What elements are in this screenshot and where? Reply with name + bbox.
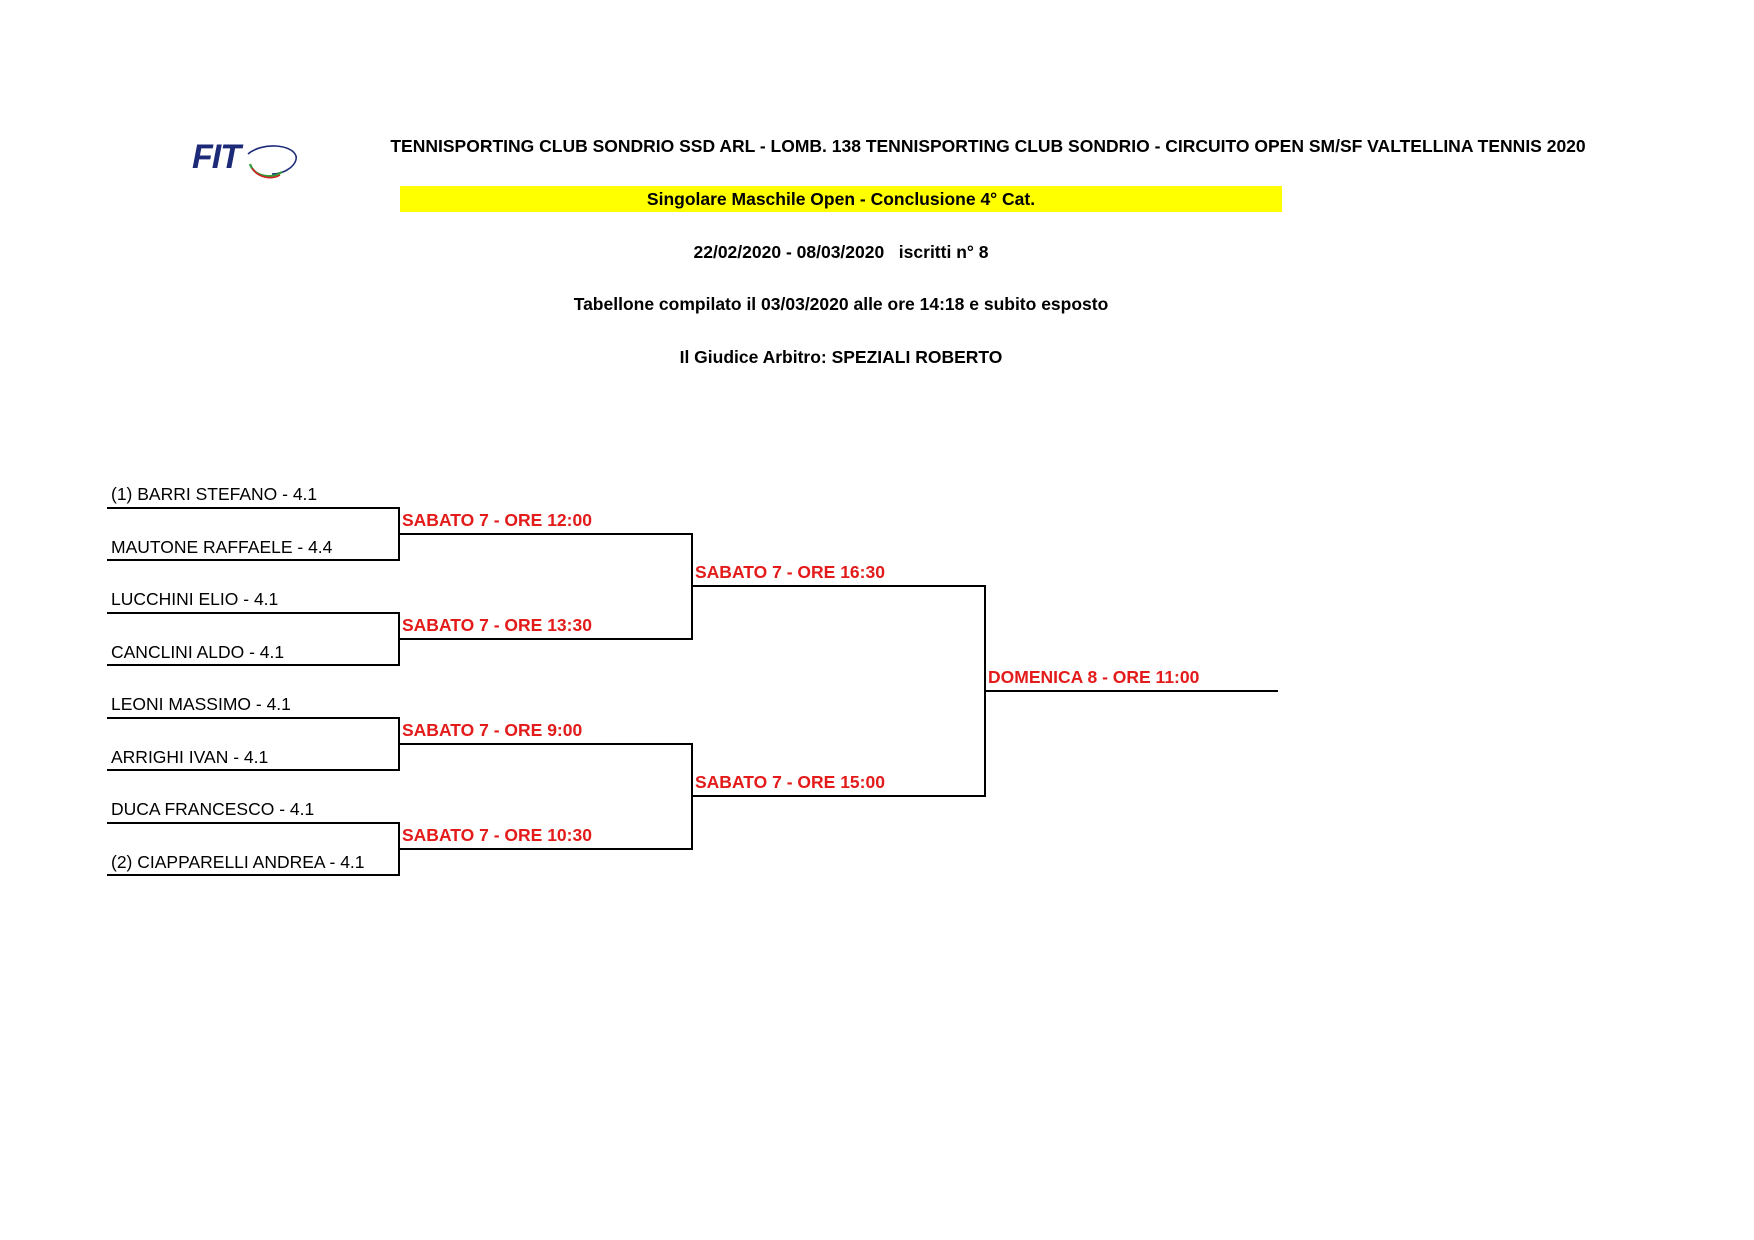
player-slot-7: DUCA FRANCESCO - 4.1 xyxy=(111,799,315,819)
player-slot-1: (1) BARRI STEFANO - 4.1 xyxy=(111,484,318,504)
fit-logo-swoosh-icon xyxy=(247,145,297,179)
match-r1-2: SABATO 7 - ORE 13:30 xyxy=(402,615,592,635)
match-r1-1: SABATO 7 - ORE 12:00 xyxy=(402,510,592,530)
bracket-line-final xyxy=(692,585,986,797)
page-title: TENNISPORTING CLUB SONDRIO SSD ARL - LOM… xyxy=(390,136,1586,156)
match-r1-3: SABATO 7 - ORE 9:00 xyxy=(402,720,583,740)
tournament-dates: 22/02/2020 - 08/03/2020 iscritti n° 8 xyxy=(693,242,989,262)
referee-name: Il Giudice Arbitro: SPEZIALI ROBERTO xyxy=(679,347,1003,367)
player-slot-8: (2) CIAPPARELLI ANDREA - 4.1 xyxy=(111,852,365,872)
player-slot-4: CANCLINI ALDO - 4.1 xyxy=(111,642,285,662)
player-slot-6: ARRIGHI IVAN - 4.1 xyxy=(111,747,269,767)
match-r1-4: SABATO 7 - ORE 10:30 xyxy=(402,825,592,845)
draw-compiled-note: Tabellone compilato il 03/03/2020 alle o… xyxy=(573,294,1109,314)
match-semi-2: SABATO 7 - ORE 15:00 xyxy=(695,772,885,792)
category-banner: Singolare Maschile Open - Conclusione 4°… xyxy=(400,186,1282,212)
player-slot-5: LEONI MASSIMO - 4.1 xyxy=(111,694,291,714)
fit-logo-text: FIT xyxy=(192,138,241,176)
fit-logo: FIT xyxy=(192,138,312,188)
match-final: DOMENICA 8 - ORE 11:00 xyxy=(988,667,1200,687)
player-slot-2: MAUTONE RAFFAELE - 4.4 xyxy=(111,537,333,557)
player-slot-3: LUCCHINI ELIO - 4.1 xyxy=(111,589,279,609)
match-semi-1: SABATO 7 - ORE 16:30 xyxy=(695,562,885,582)
